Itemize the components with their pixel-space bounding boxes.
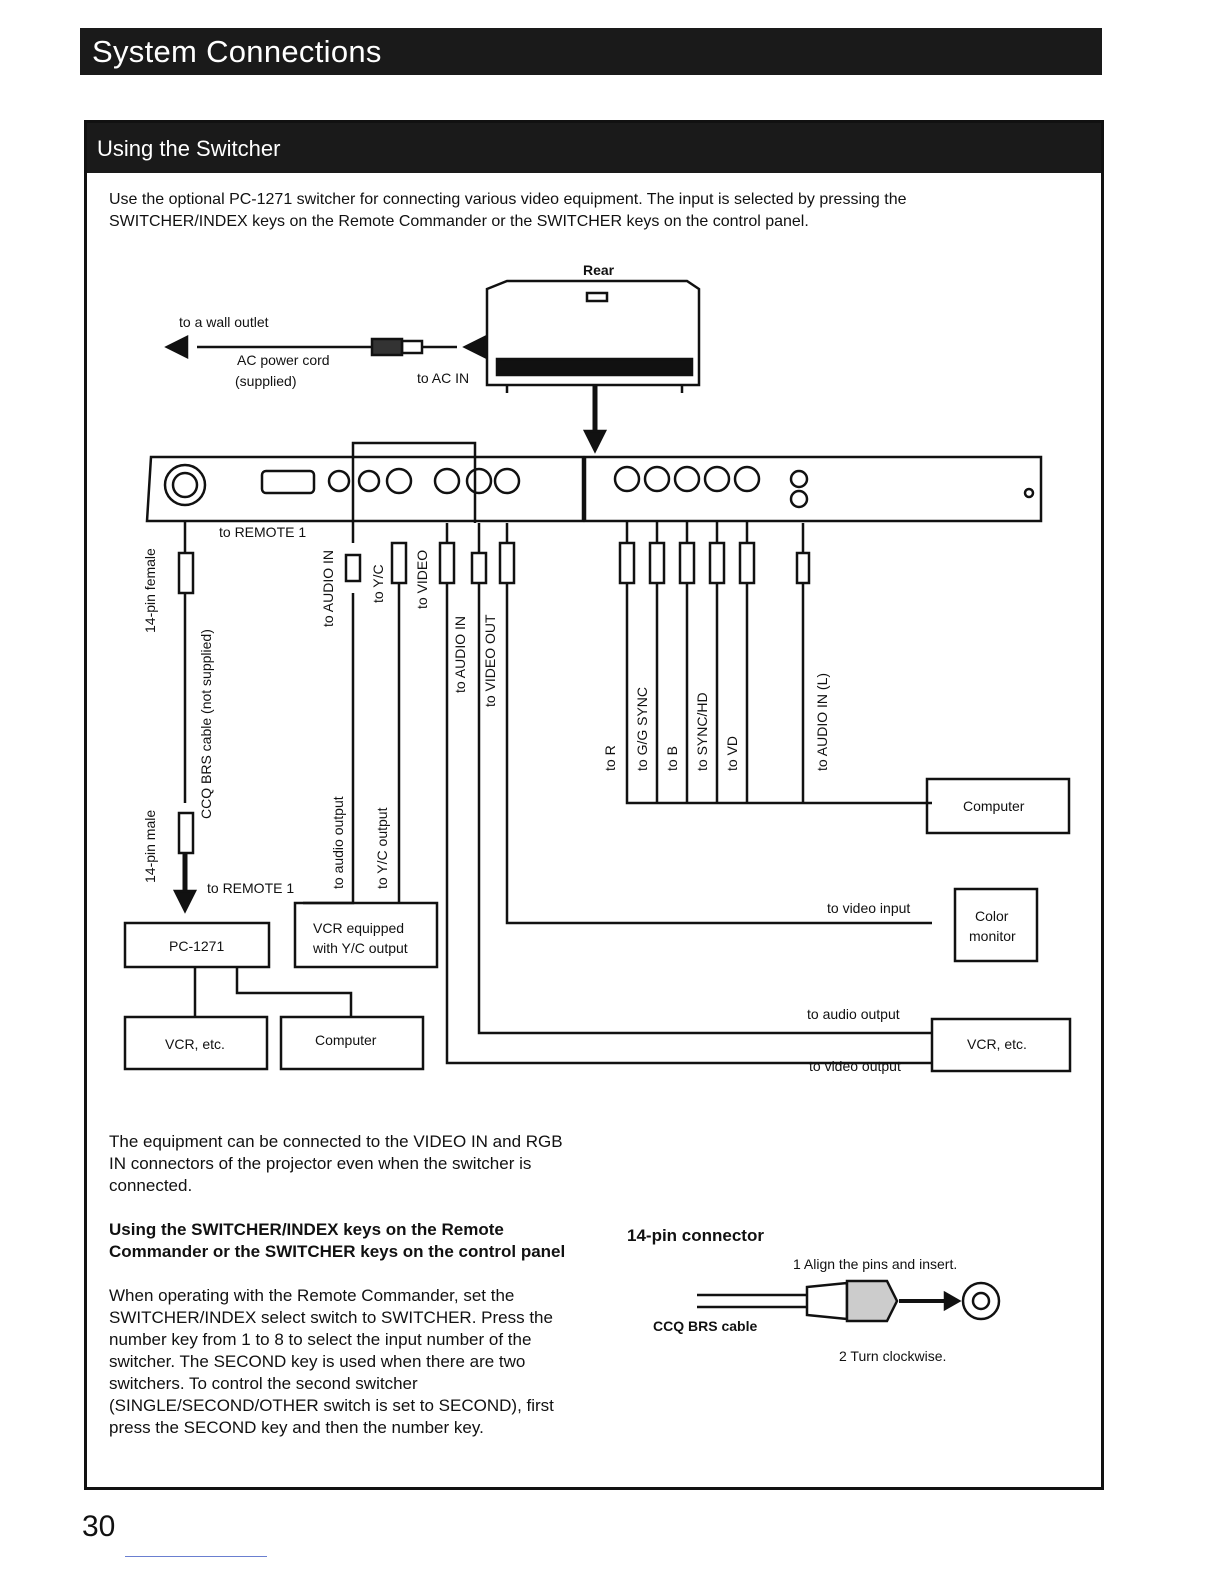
switcher-rear-panel [145, 455, 1043, 523]
footer-line [125, 1556, 267, 1557]
audio-output-label: to audio output [330, 796, 346, 889]
computer-right-label: Computer [963, 798, 1025, 814]
pc1271-label: PC-1271 [169, 938, 224, 954]
pin-female-label: 14-pin female [142, 548, 158, 633]
connector-heading: 14-pin connector [627, 1226, 764, 1245]
connection-diagram: Rear to a wall outlet AC power cord (sup… [123, 262, 1072, 1364]
video-out-label: to VIDEO OUT [482, 614, 498, 707]
rear-label: Rear [583, 262, 615, 278]
pc1271-box [123, 921, 271, 969]
pin-connector-drawing [697, 1279, 1001, 1323]
ac-cord-label: AC power cord [237, 352, 330, 368]
audio-l-label: to AUDIO IN (L) [814, 673, 830, 771]
yc-output-label: to Y/C output [374, 807, 390, 889]
video-output-r-label: to video output [809, 1058, 901, 1074]
ac-in-label: to AC IN [417, 370, 469, 386]
sync-label: to SYNC/HD [694, 692, 710, 771]
section-title: Using the Switcher [87, 123, 1101, 173]
switcher-panel: Using the Switcher Use the optional PC-1… [84, 120, 1104, 1490]
yc-label: to Y/C [370, 564, 386, 603]
arrow-right-icon [462, 334, 487, 360]
video-input-label: to video input [827, 900, 910, 916]
color-monitor-1: Color [975, 908, 1009, 924]
page-number: 30 [82, 1510, 116, 1543]
vcr-left-label: VCR, etc. [165, 1036, 225, 1052]
vcr-yc-line1: VCR equipped [313, 920, 404, 936]
remote-bottom-label: to REMOTE 1 [207, 880, 294, 896]
video-label: to VIDEO [414, 550, 430, 609]
step2-label: 2 Turn clockwise. [839, 1348, 946, 1364]
remote-top-label: to REMOTE 1 [219, 524, 306, 540]
pin-male-label: 14-pin male [142, 810, 158, 883]
audio-output-r-label: to audio output [807, 1006, 900, 1022]
subsection-text: When operating with the Remote Commander… [109, 1286, 554, 1437]
audio-in-2-label: to AUDIO IN [452, 616, 468, 693]
projector-rear [485, 279, 701, 393]
vcr-right-box [930, 1017, 1072, 1073]
r-label: to R [602, 745, 618, 771]
vcr-yc-line2: with Y/C output [312, 940, 408, 956]
color-monitor-box [953, 887, 1039, 963]
supplied-label: (supplied) [235, 373, 296, 389]
arrow-left-icon [164, 334, 189, 360]
step1-label: 1 Align the pins and insert. [793, 1256, 957, 1272]
subsection-heading: Using the SWITCHER/INDEX keys on the Rem… [109, 1220, 566, 1261]
ccq-cable-label: CCQ BRS cable (not supplied) [198, 629, 214, 819]
g-label: to G/G SYNC [634, 687, 650, 771]
b-label: to B [664, 746, 680, 771]
vcr-right-label: VCR, etc. [967, 1036, 1027, 1052]
vcr-yc-box [293, 901, 439, 969]
audio-in-1-label: to AUDIO IN [320, 550, 336, 627]
vd-label: to VD [724, 736, 740, 771]
ac-power-cord [197, 337, 457, 357]
note-paragraph: The equipment can be connected to the VI… [109, 1132, 563, 1195]
ccq-cable-short: CCQ BRS cable [653, 1318, 757, 1334]
page-title: System Connections [80, 28, 1102, 75]
computer-left-label: Computer [315, 1032, 377, 1048]
wall-outlet-label: to a wall outlet [179, 314, 269, 330]
color-monitor-2: monitor [969, 928, 1016, 944]
intro-text: Use the optional PC-1271 switcher for co… [109, 191, 907, 230]
computer-right-box [925, 777, 1071, 835]
